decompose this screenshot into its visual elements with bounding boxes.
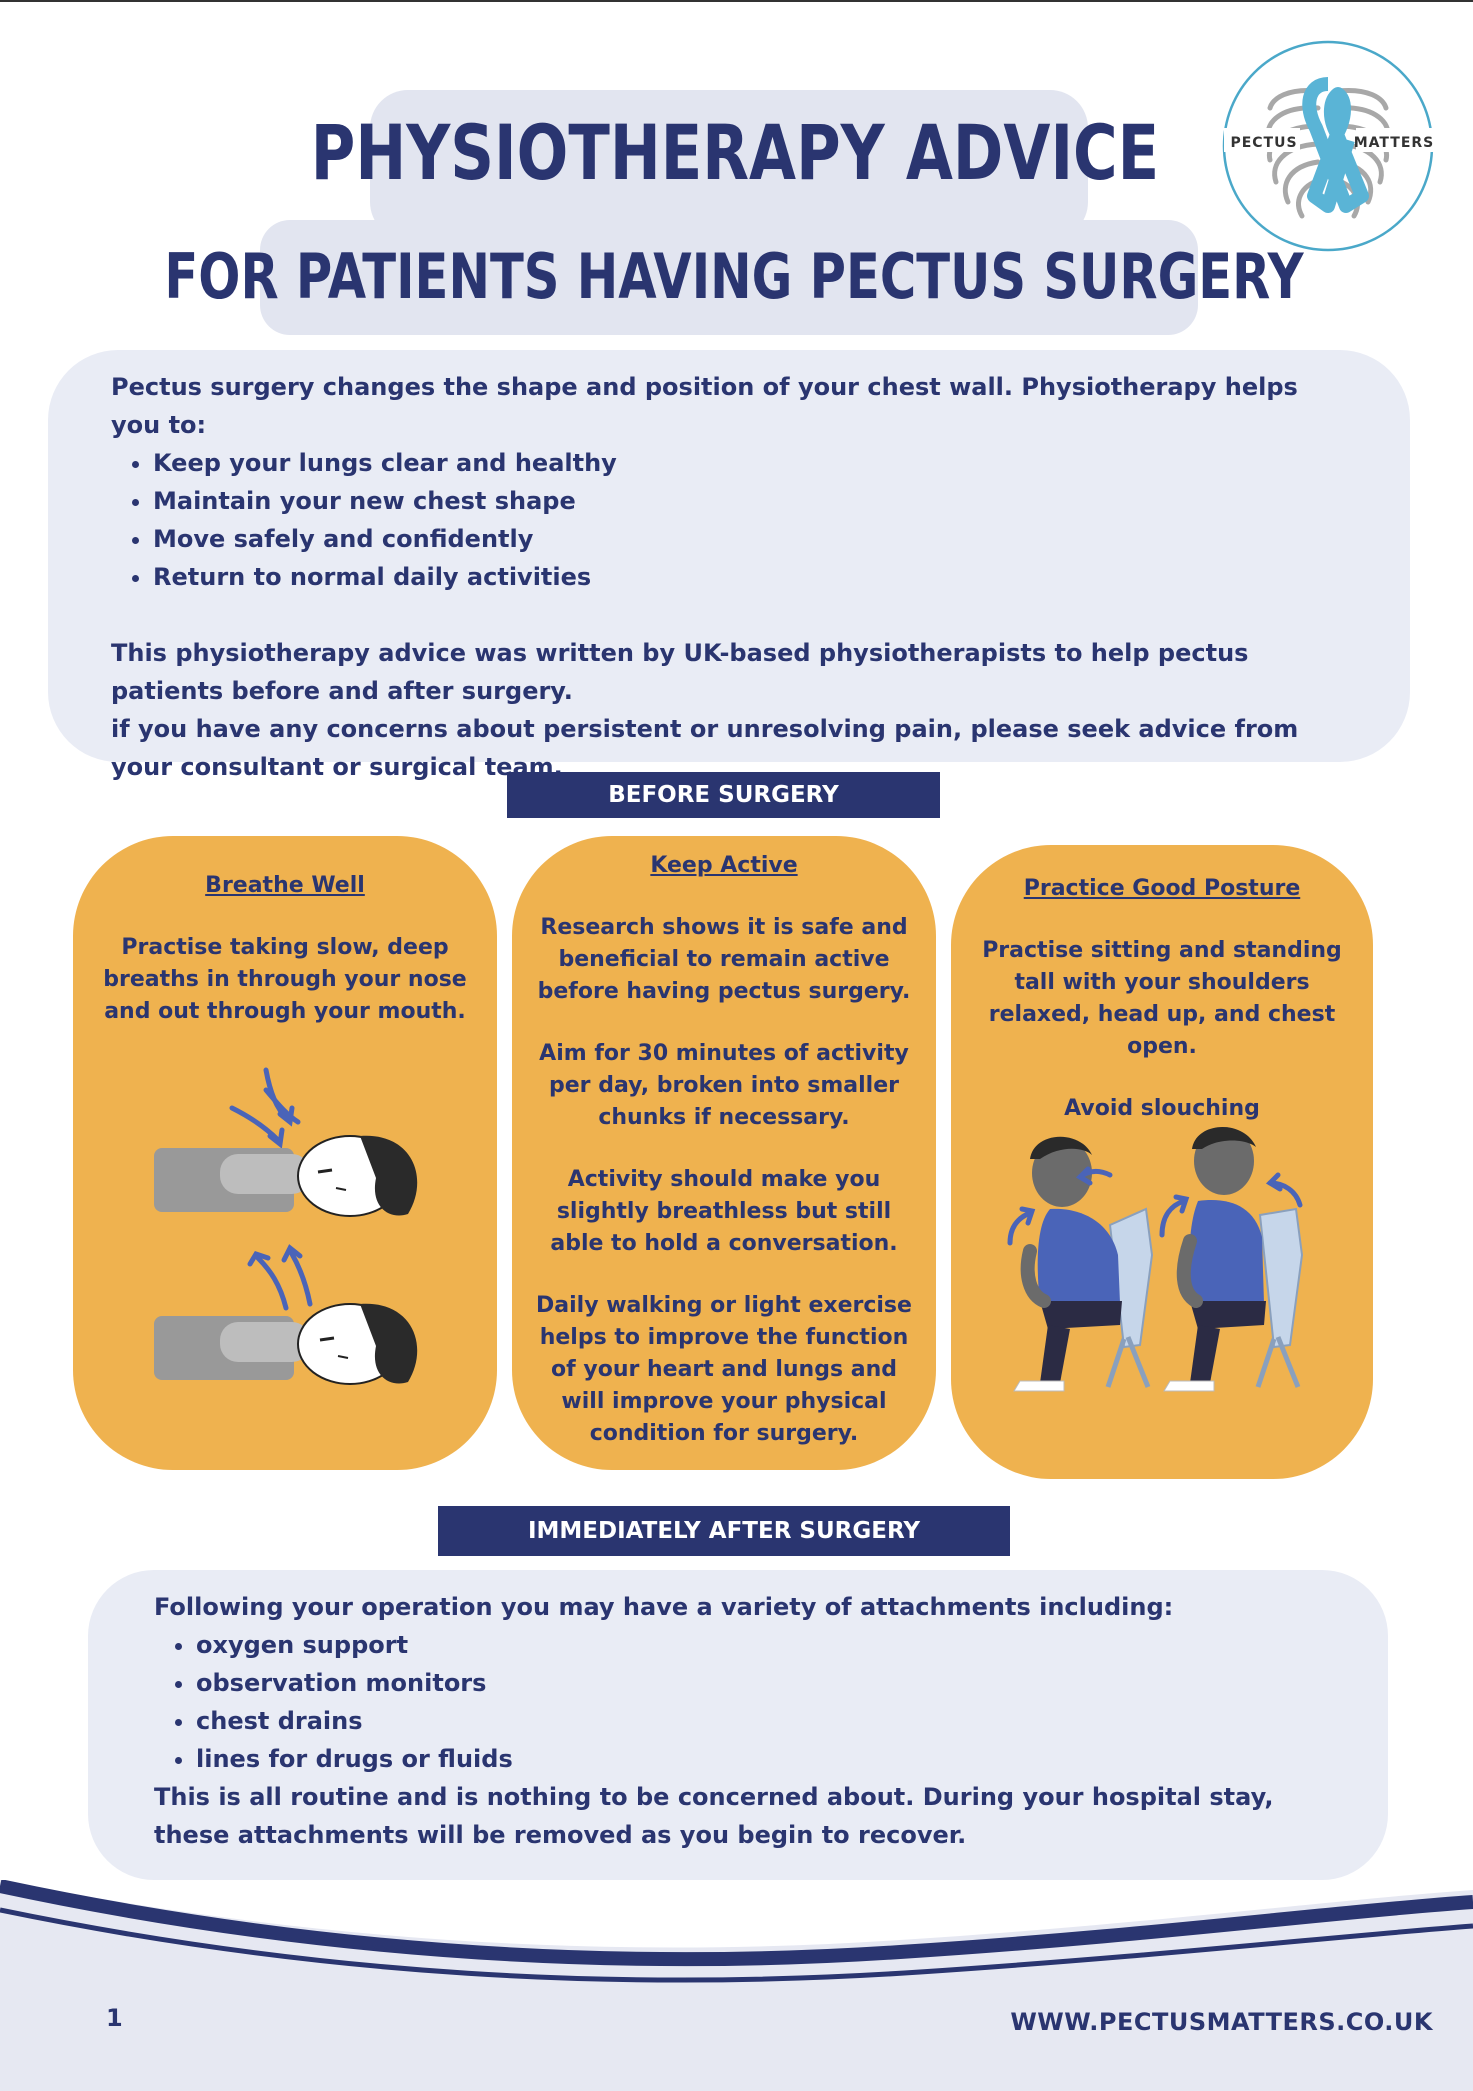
title-background-bottom [260,220,1198,335]
after-lead: Following your operation you may have a … [154,1593,1174,1621]
logo-word-left: PECTUS [1230,135,1297,151]
card-keep-active: Keep Active Research shows it is safe an… [512,836,936,1470]
card-good-posture: Practice Good Posture Practise sitting a… [951,845,1373,1479]
list-item: Maintain your new chest shape [153,482,1350,520]
breathing-illustration [154,1067,418,1385]
card-text: Avoid slouching [1064,1096,1260,1121]
card-heading: Practice Good Posture [1023,876,1301,901]
list-item: oxygen support [196,1626,1348,1664]
website-link[interactable]: WWW.PECTUSMATTERS.CO.UK [1010,2008,1433,2036]
card-text: Activity should make you slightly breath… [550,1167,898,1256]
after-surgery-panel: Following your operation you may have a … [88,1570,1388,1880]
intro-pain-note: if you have any concerns about persisten… [111,715,1299,781]
awareness-ribbon-icon [1302,77,1369,213]
card-heading: Breathe Well [205,873,365,898]
card-text: Practise taking slow, deep breaths in th… [103,935,467,1024]
list-item: Return to normal daily activities [153,558,1350,596]
card-text: Research shows it is safe and beneficial… [537,915,911,1004]
list-item: chest drains [196,1702,1348,1740]
page-subtitle: FOR PATIENTS HAVING PECTUS SURGERY [164,240,1304,313]
page-number: 1 [106,2004,123,2032]
list-item: Move safely and confidently [153,520,1350,558]
after-surgery-banner: IMMEDIATELY AFTER SURGERY [438,1506,1010,1556]
card-text: Practise sitting and standing tall with … [982,938,1342,1059]
pectus-matters-logo: PECTUS MATTERS [1222,40,1435,252]
before-surgery-banner: BEFORE SURGERY [507,772,940,818]
card-text: Daily walking or light exercise helps to… [536,1293,912,1446]
page-title: PHYSIOTHERAPY ADVICE [310,108,1160,197]
card-heading: Keep Active [650,853,798,878]
attachments-list: oxygen support observation monitors ches… [154,1626,1348,1778]
intro-authors-note: This physiotherapy advice was written by… [111,639,1249,705]
list-item: Keep your lungs clear and healthy [153,444,1350,482]
posture-illustration [1007,1126,1304,1392]
intro-lead: Pectus surgery changes the shape and pos… [111,373,1298,439]
card-text: Aim for 30 minutes of activity per day, … [539,1041,909,1130]
title-background-top [370,90,1088,240]
list-item: lines for drugs or fluids [196,1740,1348,1778]
intro-panel: Pectus surgery changes the shape and pos… [48,350,1410,781]
after-closing: This is all routine and is nothing to be… [154,1783,1274,1849]
footer-wave [0,1880,1473,2091]
logo-word-right: MATTERS [1354,135,1435,151]
top-border [0,0,1473,2]
list-item: observation monitors [196,1664,1348,1702]
intro-bullet-list: Keep your lungs clear and healthy Mainta… [111,444,1350,596]
